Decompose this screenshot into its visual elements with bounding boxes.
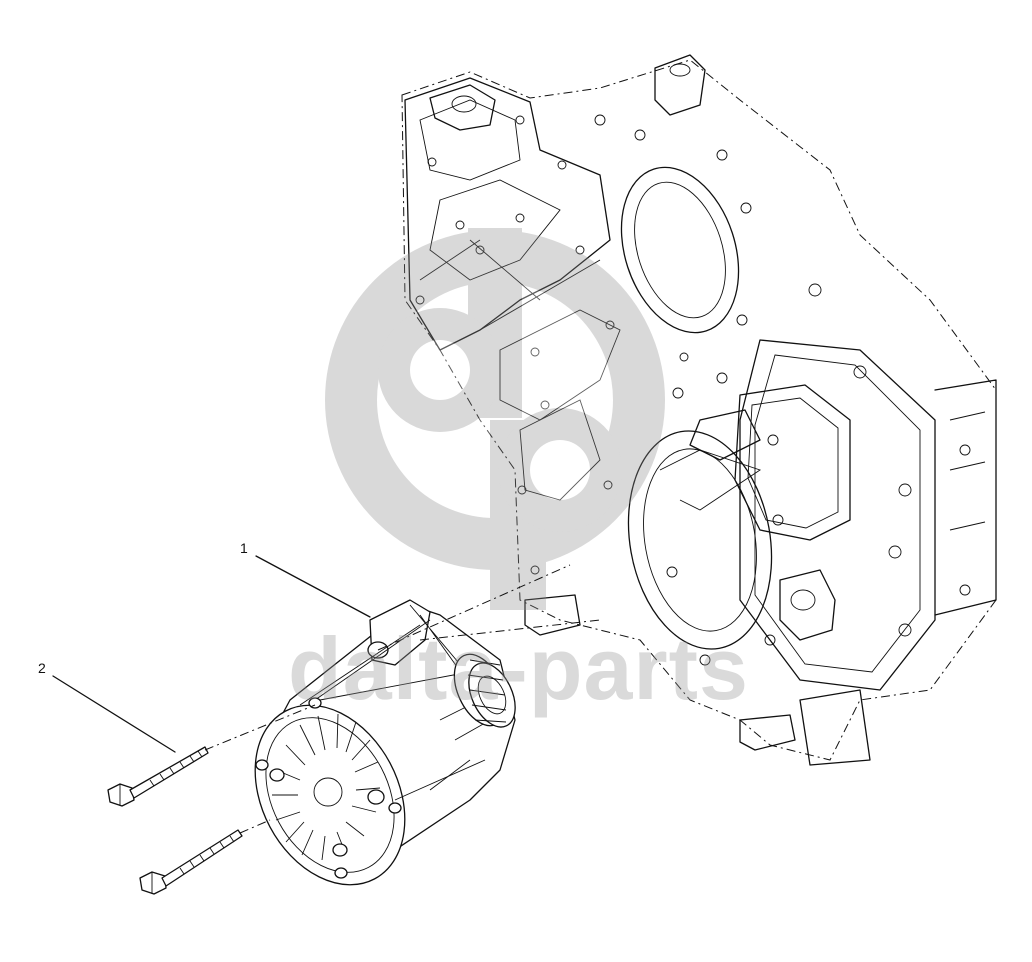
- assembly-centerlines: [204, 564, 601, 834]
- callout-2-leader: [52, 675, 176, 753]
- bolt-upper: [107, 746, 209, 807]
- callout-2-label: 2: [38, 660, 46, 676]
- alternator-terminals: [255, 697, 402, 879]
- alternator: [254, 599, 516, 886]
- dp-logo-watermark: [325, 228, 665, 610]
- watermark-text: dalta-parts: [288, 619, 749, 718]
- housing-bolt-holes: [415, 114, 971, 666]
- alternator-vents: [272, 713, 381, 861]
- bolt-lower: [139, 829, 243, 895]
- engine-front-cover: [401, 54, 997, 766]
- callout-1-label: 1: [240, 540, 248, 556]
- callout-1-leader: [255, 555, 371, 618]
